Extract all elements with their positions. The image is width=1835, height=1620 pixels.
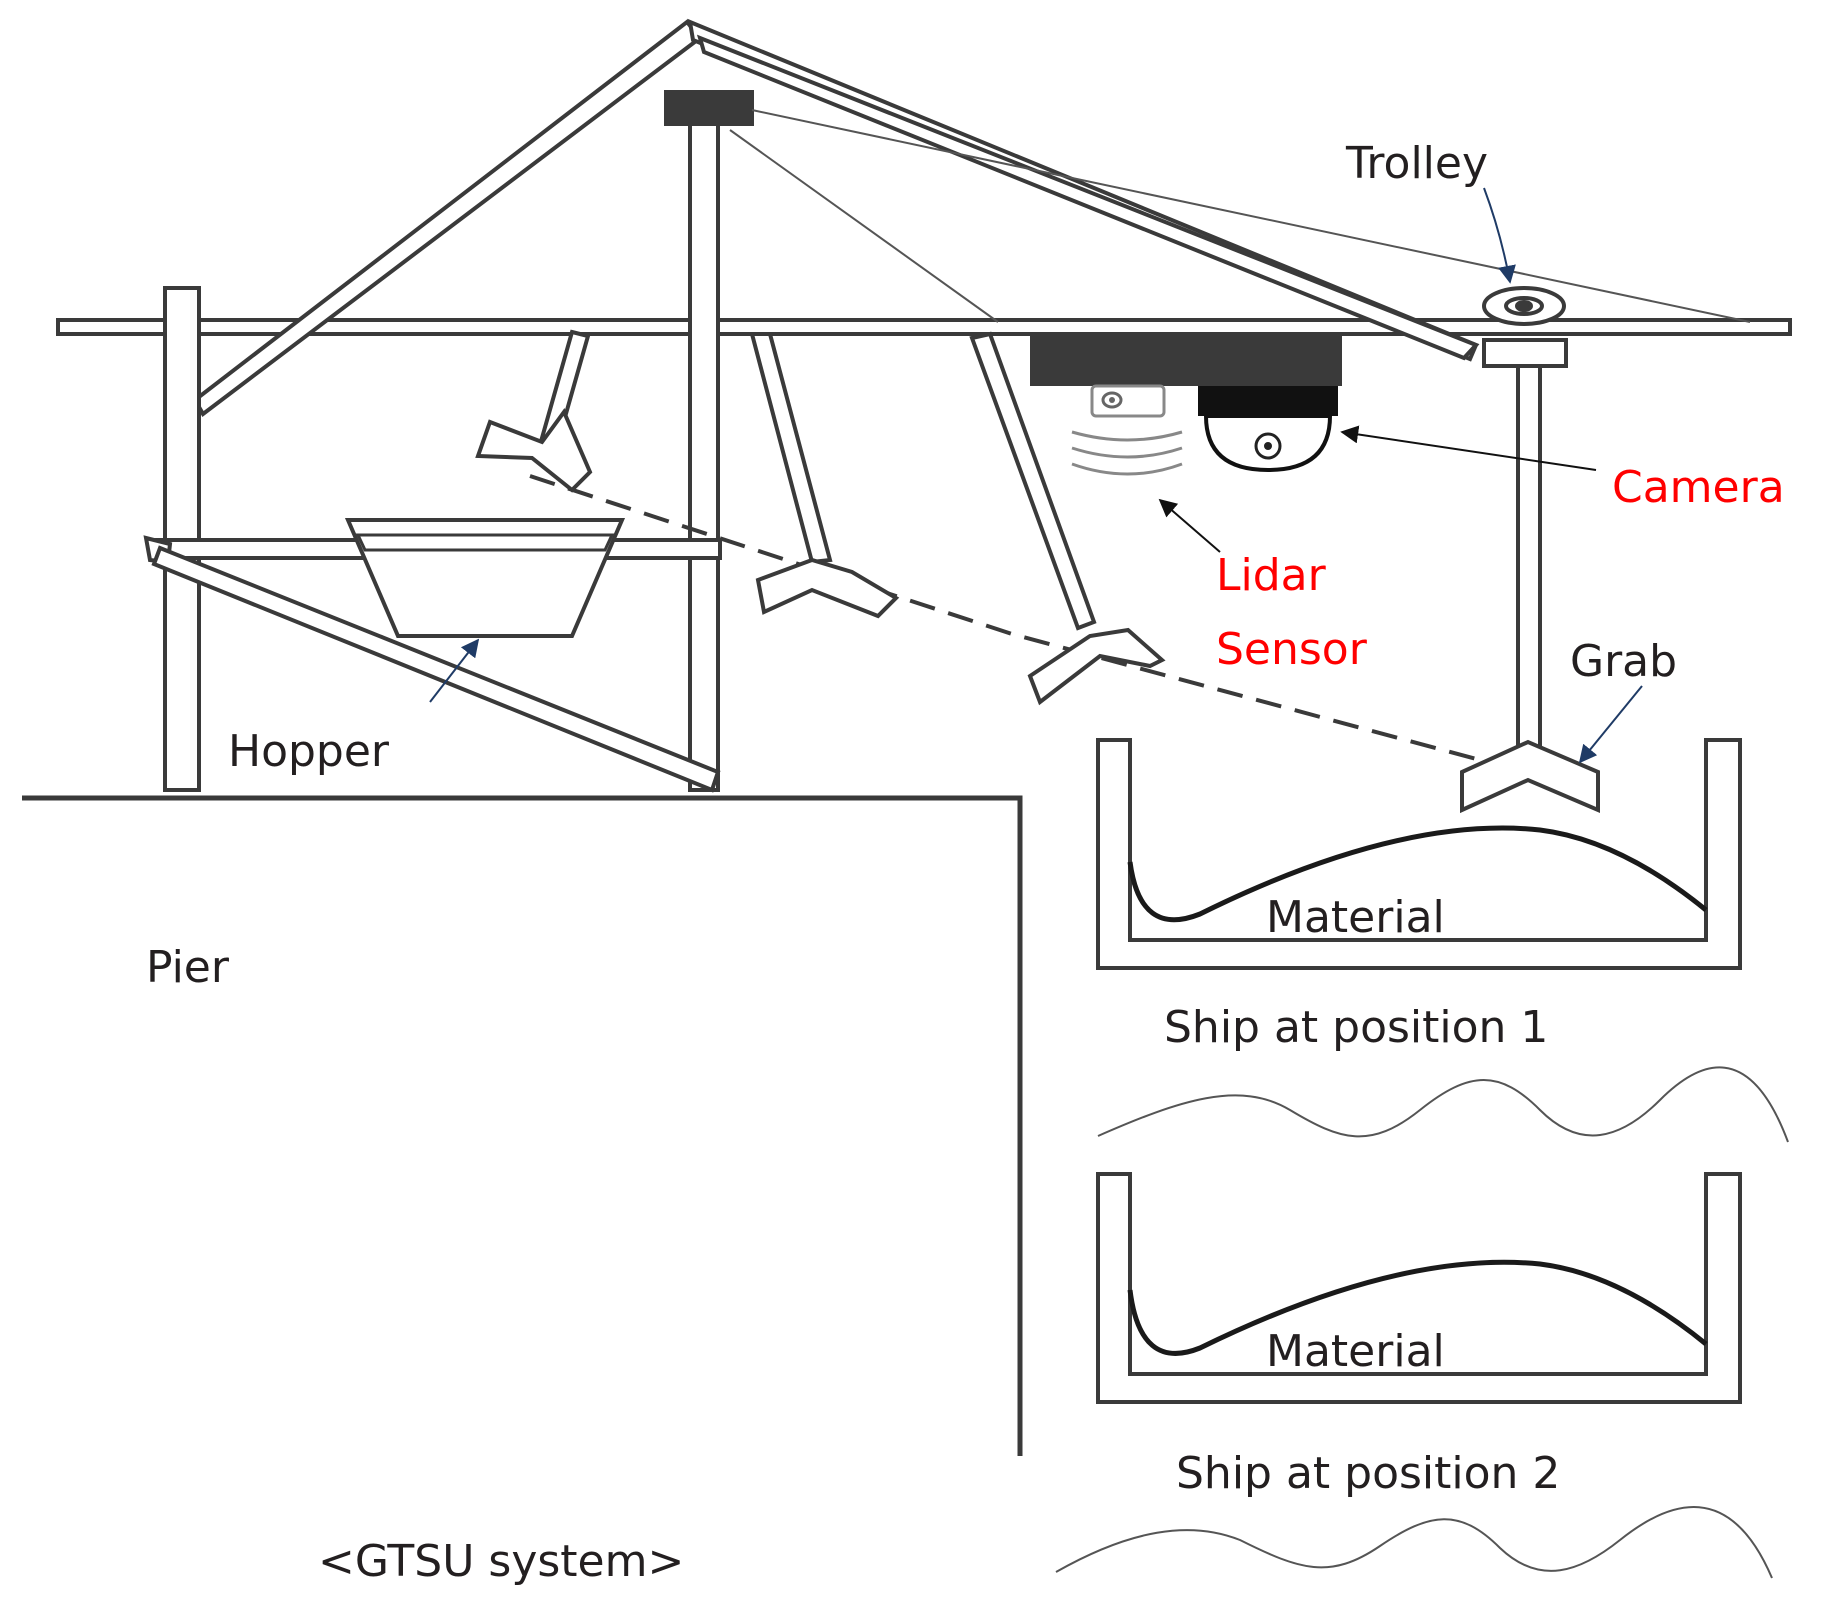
hopper-label: Hopper [228,726,390,777]
grab-arrow [1578,685,1643,764]
grab-at-hatch [1460,739,1600,814]
wave-2 [1055,1506,1773,1579]
camera [1198,386,1338,473]
ship-position-2-label: Ship at position 2 [1176,1448,1560,1499]
diagonal-brace [151,545,721,793]
camera-arrow [1340,425,1597,471]
system-caption: <GTSU system> [318,1536,684,1587]
ship-1-material [1127,825,1708,923]
trolley-arrow [1483,187,1516,284]
boom-beam [56,318,1792,336]
ship-position-1-label: Ship at position 1 [1164,1002,1548,1053]
grab-label: Grab [1570,636,1677,687]
grab-swing-2 [749,332,900,619]
trolley-label: Trolley [1345,138,1488,189]
mast [688,118,720,792]
hopper-arrow [429,638,480,703]
hoist-rope [1516,364,1542,752]
material-label-1: Material [1266,892,1445,943]
pier-label: Pier [146,942,230,993]
lidar-label-line1: Lidar [1216,550,1327,601]
grab-swing-1 [475,329,593,493]
hopper [344,518,626,638]
material-label-2: Material [1266,1326,1445,1377]
annotation-arrows [429,187,1643,764]
ship-position-2-hull [1096,1172,1742,1404]
lidar-label-line2: Sensor [1216,624,1368,675]
grab-swing-3 [969,331,1166,706]
lidar-arrow [1158,498,1221,553]
pier-outline [22,795,1023,1456]
ship-position-1-hull [1096,738,1742,970]
mast-top-block [664,90,754,126]
apex-truss [192,18,1480,417]
wave-1 [1097,1066,1789,1143]
grab-trajectory [529,474,1481,762]
lidar-sensor [1071,384,1183,476]
ship-2-material [1127,1259,1708,1356]
camera-label: Camera [1612,462,1785,513]
sensor-mount [1030,336,1342,386]
trolley [1482,286,1568,368]
hopper-inner-rim [355,533,615,552]
cables [729,109,1751,323]
